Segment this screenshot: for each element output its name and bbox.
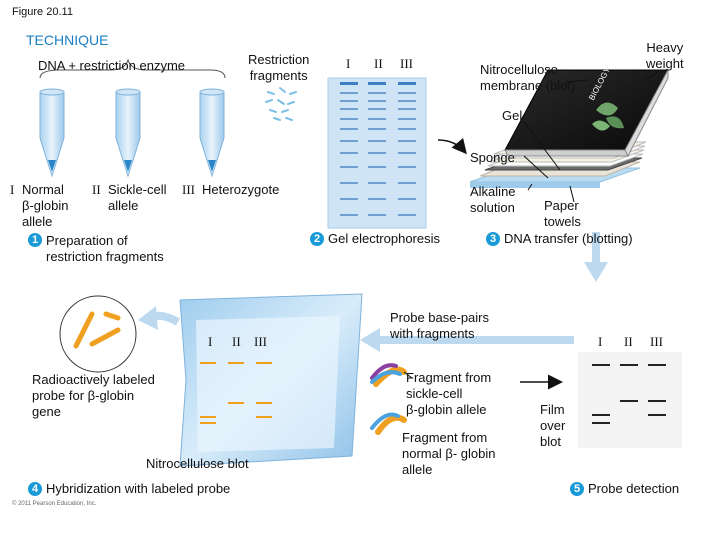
sickle-fragment-label: Fragment from sickle-cell β-globin allel… [406,370,492,417]
arrow-gel-to-blot [437,137,467,155]
restriction-fragments-label: Restriction fragments [248,52,310,83]
normal-fragment-label: Fragment from normal β- globin allele [402,430,496,477]
normal-fragment-pair [370,412,407,435]
gel-stack-label: Gel [502,108,523,123]
blotting-pointer-lines [523,69,661,203]
paper-towels-label: Paper towels [544,198,581,229]
nitrocellulose-blot-label: Nitrocellulose blot [146,456,249,471]
alkaline-solution-label: Alkaline solution [470,184,516,215]
electrophoresis-gel [327,77,427,229]
hybridization-bag [179,293,363,467]
legend-normal: Normal β-globin allele [22,182,69,229]
blotting-stack [469,69,669,188]
step-1: 1 Preparation of restriction fragments [28,233,164,265]
step-2-label: Gel electrophoresis [328,231,440,246]
step-4: 4 Hybridization with labeled probe [28,481,230,497]
detection-film [578,352,682,448]
legend-heterozygote: Heterozygote [202,182,280,197]
legend-marker-3: III [182,182,195,197]
test-tube-3 [199,88,225,178]
film-lane-label-3: III [650,334,663,349]
step-5-number: 5 [570,482,584,496]
step-3-number: 3 [486,232,500,246]
dna-enzyme-label: DNA + restriction enzyme [38,58,186,73]
probe-circle [59,295,137,373]
tube-bracket [39,58,226,79]
arrow-bag-to-probe [138,306,180,330]
sponge-label: Sponge [470,150,515,165]
film-lane-label-1: I [598,334,603,349]
step-5-label: Probe detection [588,481,680,496]
test-tube-2 [115,88,141,178]
step-2-number: 2 [310,232,324,246]
test-tube-1 [39,88,65,178]
legend-marker-1: I [10,182,15,197]
heavy-weight-label: Heavy weight [646,40,684,71]
gel-lane-label-1: I [346,56,351,71]
step-3-label: DNA transfer (blotting) [504,231,633,246]
step-2: 2 Gel electrophoresis [310,231,440,247]
sickle-fragment-pair [370,363,413,387]
step-3: 3 DNA transfer (blotting) [486,231,633,247]
film-label: Film over blot [540,402,566,449]
radioactive-probe-label: Radioactively labeled probe for β-globin… [32,372,155,419]
technique-heading: TECHNIQUE [26,32,109,48]
legend-marker-2: II [92,182,101,197]
legend-sickle: Sickle-cell allele [108,182,167,213]
figure-label: Figure 20.11 [12,6,73,18]
restriction-fragment-pieces [265,87,297,121]
gel-lane-label-3: III [400,56,413,71]
membrane-label: Nitrocellulose membrane (blot) [480,62,576,93]
step-1-label: Preparation of restriction fragments [46,233,164,264]
step-4-number: 4 [28,482,42,496]
arrow-blot-to-detection [584,232,608,282]
probe-basepairs-label: Probe base-pairs with fragments [390,310,489,341]
step-1-number: 1 [28,233,42,247]
step-4-label: Hybridization with labeled probe [46,481,231,496]
copyright-notice: © 2011 Pearson Education, Inc. [12,501,97,507]
bag-lane-label-2: II [232,334,241,349]
gel-lane-label-2: II [374,56,383,71]
step-5: 5 Probe detection [570,481,679,497]
bag-lane-label-1: I [208,334,213,349]
bag-lane-label-3: III [254,334,267,349]
arrow-detection-to-bag [360,328,574,352]
film-lane-label-2: II [624,334,633,349]
